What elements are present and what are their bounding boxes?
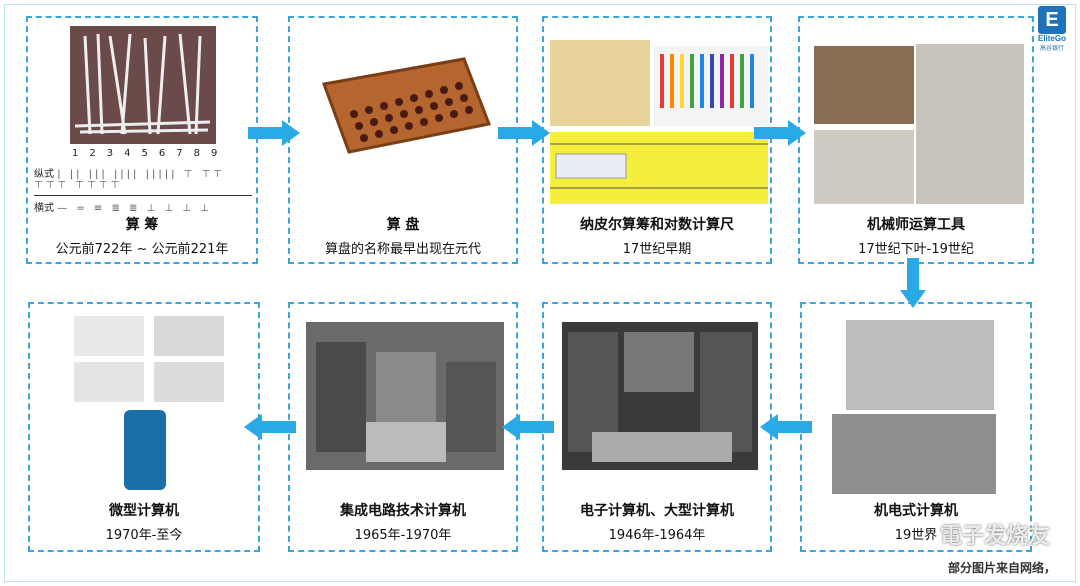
card-subtitle: 1946年-1964年	[608, 528, 706, 543]
rod-row-label: 横式	[34, 203, 54, 214]
arrow-left-icon	[244, 414, 296, 440]
napier-bones-image	[550, 40, 650, 126]
card-napier-slide-rule: 纳皮尔算筹和对数计算尺 17世纪早期	[542, 16, 772, 264]
watermark: 電子发烧友	[939, 524, 1050, 549]
card-electronic-computer: 电子计算机、大型计算机 1946年-1964年	[542, 302, 772, 552]
card-microcomputer: 微型计算机 1970年-至今	[28, 302, 260, 552]
outer-frame	[4, 4, 1076, 582]
difference-engine-image	[916, 44, 1024, 204]
card-abacus: 算 盘 算盘的名称最早出现在元代	[288, 16, 518, 264]
counting-rods-image	[70, 26, 216, 144]
card-subtitle: 17世纪早期	[622, 242, 692, 257]
rod-row-horizontal: 横式 — = ≡ ≣ ≣ ⊥ ⊥ ⊥ ⊥	[34, 195, 252, 214]
card-subtitle: 公元前722年 ~ 公元前221年	[55, 242, 229, 257]
desktop-tower-image	[154, 316, 224, 356]
card-subtitle: 1970年-至今	[105, 528, 183, 543]
mark-computer-photo	[832, 414, 996, 494]
stick-set-illustration	[660, 54, 754, 108]
card-ic-computer: 集成电路技术计算机 1965年-1970年	[288, 302, 518, 552]
slide-rule-image	[550, 132, 768, 204]
rod-digits-row: 1 2 3 4 5 6 7 8 9	[34, 148, 252, 159]
slide-rule-illustration	[550, 143, 768, 189]
mechanical-calculator-image	[814, 46, 914, 124]
card-mechanical-tools: 机械师运算工具 17世纪下叶-19世纪	[798, 16, 1034, 264]
ic-computer-illustration	[316, 342, 496, 462]
footer-note: 部分图片来自网络，	[947, 561, 1056, 575]
rod-digit: 2	[89, 148, 96, 159]
smartphone-image	[124, 410, 166, 490]
arrow-right-icon	[248, 120, 300, 146]
rod-digit: 7	[176, 148, 183, 159]
arrow-left-icon	[760, 414, 812, 440]
card-title: 机械师运算工具	[867, 217, 965, 233]
rod-digit: 8	[193, 148, 200, 159]
mainframe-photo	[562, 322, 758, 470]
rod-numeral-table: 1 2 3 4 5 6 7 8 9 纵式 | || ||| |||| |||||…	[34, 148, 252, 214]
mainframe-illustration	[568, 332, 752, 462]
rod-digit: 1	[72, 148, 79, 159]
desktop-crt-image	[74, 316, 144, 356]
rod-row-vertical: 纵式 | || ||| |||| ||||| ⊤ ⊤⊤ ⊤⊤⊤ ⊤⊤⊤⊤	[34, 169, 225, 191]
arrow-left-icon	[502, 414, 554, 440]
zuse-photo	[846, 320, 994, 410]
card-title: 微型计算机	[109, 503, 179, 519]
all-in-one-image	[154, 362, 224, 402]
arrow-right-icon	[754, 120, 806, 146]
card-subtitle: 19世界	[894, 528, 938, 543]
logo-name: EliteGo	[1037, 34, 1066, 43]
arithmometer-image	[814, 130, 914, 204]
rod-digit: 6	[158, 148, 166, 159]
card-subtitle: 算盘的名称最早出现在元代	[324, 242, 481, 257]
logo-mark: E	[1038, 6, 1066, 34]
rods-illustration	[74, 33, 211, 135]
elitego-logo: E EliteGo 高谷银行	[1032, 6, 1072, 52]
card-title: 算 筹	[125, 217, 159, 233]
card-title: 集成电路技术计算机	[340, 503, 466, 519]
rod-row-label: 纵式	[34, 169, 54, 180]
laptop-image	[74, 362, 144, 402]
rod-digit: 4	[124, 148, 131, 159]
card-title: 机电式计算机	[874, 503, 958, 519]
card-title: 算 盘	[386, 217, 420, 233]
abacus-image	[314, 54, 494, 154]
ic-computer-photo	[306, 322, 504, 470]
napier-stick-set-image	[654, 46, 768, 126]
abacus-illustration	[321, 57, 492, 154]
card-electromechanical-computer: 机电式计算机 19世界	[800, 302, 1032, 552]
card-subtitle: 1965年-1970年	[354, 528, 452, 543]
logo-sub: 高谷银行	[1039, 45, 1064, 52]
card-counting-rods: 1 2 3 4 5 6 7 8 9 纵式 | || ||| |||| |||||…	[26, 16, 258, 264]
card-title: 纳皮尔算筹和对数计算尺	[580, 217, 734, 233]
rod-digit: 9	[211, 148, 218, 159]
arrow-down-icon	[900, 258, 926, 308]
card-subtitle: 17世纪下叶-19世纪	[858, 242, 974, 257]
rod-digit: 3	[106, 148, 114, 159]
arrow-right-icon	[498, 120, 550, 146]
rod-digit: 5	[141, 148, 148, 159]
card-title: 电子计算机、大型计算机	[580, 503, 734, 519]
